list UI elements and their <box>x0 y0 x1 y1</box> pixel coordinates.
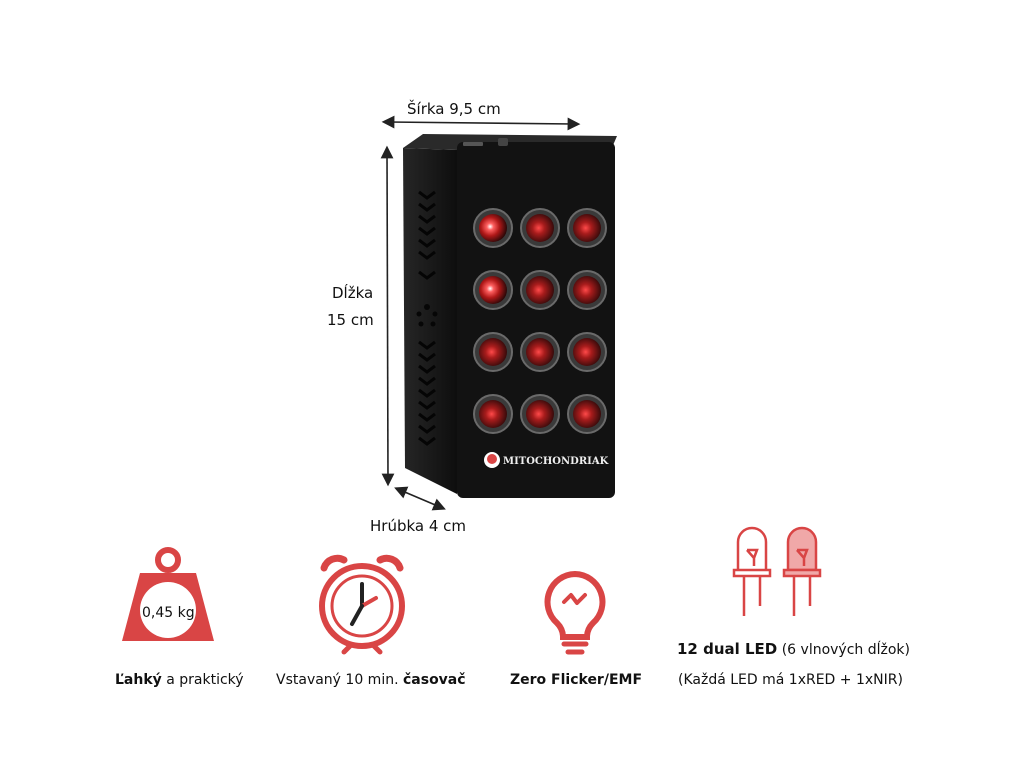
weight-badge: 0,45 kg <box>142 605 195 621</box>
led-lens <box>479 276 507 304</box>
led-lens <box>526 338 554 366</box>
thickness-label: Hrúbka 4 cm <box>370 517 467 535</box>
weight-caption-rest: a praktický <box>166 672 244 688</box>
led-lens <box>573 400 601 428</box>
led-lens <box>479 338 507 366</box>
weight-caption-bold: Ľahký <box>115 672 162 688</box>
led-lens <box>573 338 601 366</box>
length-label-line1: Dĺžka <box>332 284 374 302</box>
device-image: MITOCHONDRIAK <box>403 134 617 498</box>
led-caption: 12 dual LED (6 vlnových dĺžok) <box>677 640 910 658</box>
led-lens <box>479 214 507 242</box>
flicker-caption: Zero Flicker/EMF <box>510 672 643 688</box>
led-caption-rest: (6 vlnových dĺžok) <box>781 642 911 658</box>
led-lens <box>573 214 601 242</box>
led-subcaption: (Každá LED má 1xRED + 1xNIR) <box>678 672 903 688</box>
led-caption-bold: 12 dual LED <box>677 640 778 658</box>
led-lens <box>526 400 554 428</box>
stopwatch-icon <box>319 554 405 655</box>
led-lens <box>479 400 507 428</box>
length-label-line2: 15 cm <box>327 311 374 329</box>
timer-caption: Vstavaný 10 min. časovač <box>276 672 466 688</box>
brand-name: MITOCHONDRIAK <box>503 456 609 467</box>
led-lens <box>526 214 554 242</box>
width-label: Šírka 9,5 cm <box>407 100 501 118</box>
speaker-holes <box>416 304 438 327</box>
timer-caption-bold: časovač <box>402 672 466 688</box>
timer-caption-rest: Vstavaný 10 min. <box>276 672 399 688</box>
led-lens <box>526 276 554 304</box>
bulb-icon <box>544 570 606 655</box>
weight-caption: Ľahký a praktický <box>115 672 244 688</box>
brand-logo: MITOCHONDRIAK <box>484 452 609 468</box>
vent-chevrons <box>418 190 436 446</box>
weight-icon <box>122 547 214 641</box>
led-lens <box>573 276 601 304</box>
led-icon <box>732 526 822 616</box>
